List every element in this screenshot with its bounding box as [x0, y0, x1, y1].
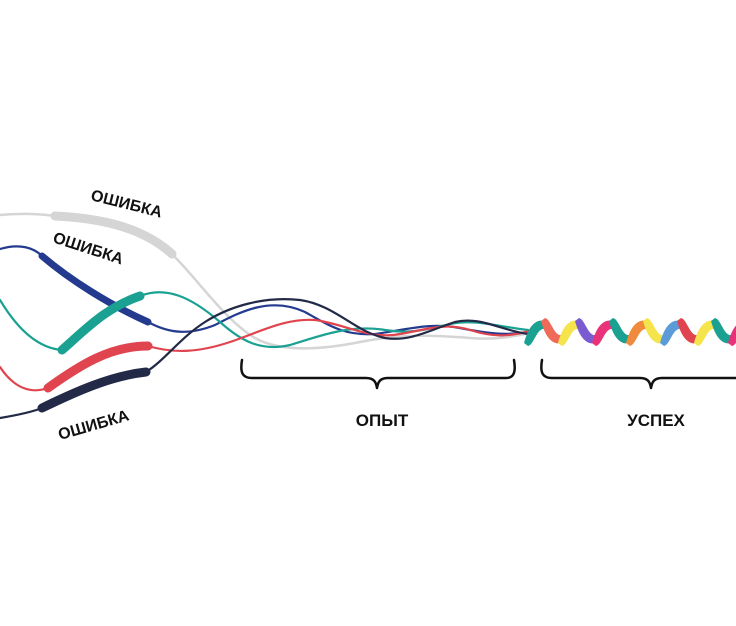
error-label-bottom: ОШИБКА: [56, 407, 131, 444]
red-thread-path: [0, 318, 532, 392]
error-label-middle: ОШИБКА: [51, 230, 126, 269]
braid-strand-segment: [592, 320, 617, 346]
thick-segments-group: [37, 211, 177, 413]
braid-strand-segment: [575, 318, 600, 344]
blue-thread-path: [0, 245, 530, 336]
braid-rope: [524, 318, 736, 346]
braid-strand-segment: [609, 318, 634, 344]
experience-brace: [240, 358, 516, 390]
success-brace: [540, 358, 736, 390]
navy-thread-path: [0, 298, 530, 420]
braid-strand-segment: [626, 320, 651, 346]
threads-group: [0, 212, 532, 420]
braid-strand-segment: [558, 320, 583, 346]
navy-thick-segment: [37, 367, 151, 413]
success-label: УСПЕХ: [627, 411, 685, 430]
braid-strand-segment: [524, 320, 549, 346]
braid-strand-segment: [677, 318, 702, 344]
braid-strand-segment: [711, 318, 736, 344]
teal-thick-segment: [57, 291, 145, 355]
red-thick-segment: [43, 341, 153, 393]
gray-thick-segment: [50, 211, 177, 259]
braid-strand-segment: [660, 320, 685, 346]
braid-strand-segment: [694, 320, 719, 346]
error-label-top: ОШИБКА: [89, 187, 164, 221]
experience-label: ОПЫТ: [356, 411, 409, 430]
blue-thick-segment: [38, 252, 152, 326]
braid-strand-segment: [643, 318, 668, 344]
braid-strand-segment: [728, 325, 736, 346]
braid-strand-segment: [541, 318, 566, 344]
